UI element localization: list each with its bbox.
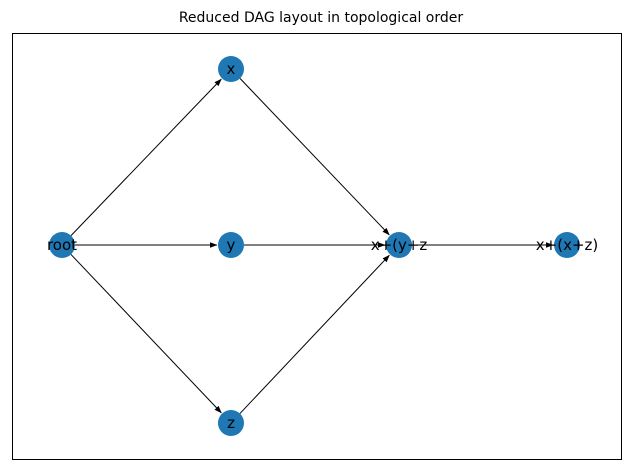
plot-frame — [12, 33, 622, 460]
node-z — [218, 410, 244, 436]
node-label-xxz: x+(x+z) — [536, 236, 598, 254]
edge-root-to-z — [70, 254, 222, 414]
edges-layer — [70, 78, 554, 414]
nodes-layer — [49, 56, 580, 436]
node-y — [218, 232, 244, 258]
labels-layer: root x y z x+(y+z x+(x+z) — [47, 60, 598, 432]
node-label-xyz: x+(y+z — [371, 236, 428, 254]
edge-root-to-x — [70, 78, 222, 236]
node-xyz — [386, 232, 412, 258]
node-label-x: x — [227, 60, 236, 78]
node-root — [49, 232, 75, 258]
node-xxz — [554, 232, 580, 258]
node-label-y: y — [227, 236, 236, 254]
edge-x-to-xyz — [239, 78, 390, 236]
node-x — [218, 56, 244, 82]
node-label-z: z — [227, 414, 235, 432]
node-label-root: root — [47, 236, 77, 254]
graph-title: Reduced DAG layout in topological order — [179, 10, 464, 26]
edge-z-to-xyz — [239, 254, 390, 414]
